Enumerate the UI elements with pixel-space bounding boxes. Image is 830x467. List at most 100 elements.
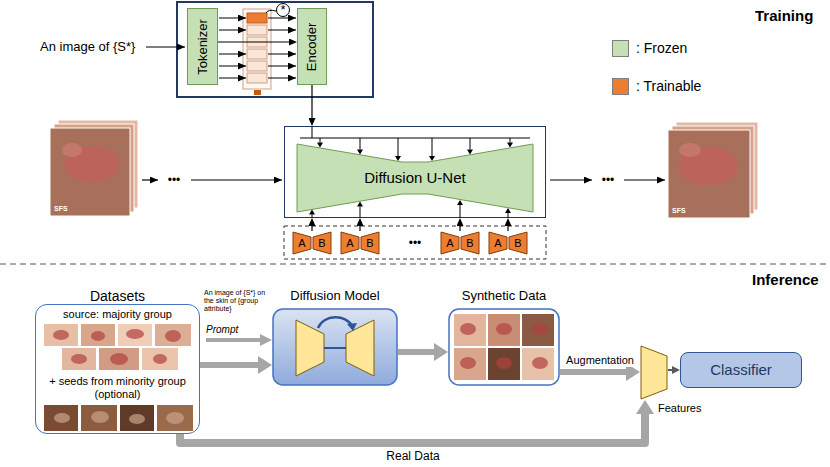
unet-decoder: [346, 320, 374, 376]
shape-outline: [340, 231, 380, 255]
dataset-panel: Datasetssource: majority group+ seeds fr…: [35, 288, 200, 434]
encoder-block: Encoder: [297, 8, 327, 85]
condition-arrow: [470, 138, 471, 150]
section-divider: [0, 264, 830, 265]
fusion-label: Features: [658, 402, 701, 415]
shape-outline: [440, 231, 480, 255]
model-frame: [273, 309, 397, 385]
lesion: [532, 357, 548, 369]
lesion: [54, 413, 70, 423]
prompt-arrow: [146, 46, 185, 47]
connector: [180, 414, 645, 443]
feature-fusion: Features: [640, 345, 668, 400]
synthetic-frame: [449, 309, 559, 385]
seed-image: [157, 405, 193, 431]
arrow-head: [505, 208, 511, 213]
legend-swatch: [612, 78, 629, 95]
connector: [507, 226, 508, 231]
lora-b: [313, 232, 331, 254]
dataset-image: [142, 348, 178, 370]
lesion: [496, 323, 512, 335]
training-image: [50, 128, 130, 216]
adapter-letter: B: [312, 231, 332, 255]
adapter-letter: A: [440, 231, 460, 255]
watermark: SFS: [672, 206, 686, 215]
section-title: Training: [755, 8, 813, 24]
adapter-letter: A: [488, 231, 508, 255]
dataset-frame: [35, 304, 200, 434]
unet-shape: [297, 144, 533, 212]
model-label: Diffusion U-Net: [364, 169, 465, 187]
lesion: [62, 143, 82, 157]
lora-b: [461, 232, 479, 254]
lock-icon: [254, 90, 261, 95]
lesion: [496, 357, 512, 369]
condition-arrow: [432, 138, 433, 156]
block-label: Encoder: [304, 22, 320, 70]
unet-box: Diffusion U-Net: [284, 126, 546, 218]
panel-heading: Synthetic Data: [462, 288, 547, 304]
lesion: [532, 323, 548, 335]
synthetic-image: [522, 348, 554, 380]
shape-outline: [292, 231, 332, 255]
arrow-head: [357, 202, 363, 207]
condition-arrow: [312, 215, 313, 219]
generated-image: [668, 130, 750, 218]
token-arrow: [219, 66, 246, 67]
lesion: [166, 412, 184, 424]
connector: [560, 369, 626, 375]
skip-line: [324, 347, 346, 349]
lesion: [165, 330, 181, 342]
condition-bar: [300, 138, 530, 139]
lora-a: [293, 232, 311, 254]
connector: [359, 226, 360, 231]
token-arrow: [268, 18, 296, 19]
lesion: [71, 354, 87, 364]
lora-adapter: AB: [292, 231, 332, 255]
token-cell: [247, 13, 267, 23]
token-symbol: *: [276, 3, 290, 17]
ellipsis: •••: [400, 235, 430, 251]
seed-image: [81, 405, 117, 431]
lora-adapter: AB: [488, 231, 528, 255]
dataset-image: [155, 324, 191, 346]
token-arrow: [268, 66, 296, 67]
condition-arrow: [510, 138, 511, 143]
lesion: [153, 354, 167, 364]
fusion-shape: [641, 346, 667, 399]
lesion: [679, 143, 701, 157]
token-cell: [247, 25, 267, 35]
lesion: [53, 330, 69, 340]
lora-frame: [284, 226, 546, 259]
synthetic-image: [488, 348, 520, 380]
arrow-head: [395, 156, 401, 161]
dataset-image: [44, 324, 78, 346]
lora-a: [441, 232, 459, 254]
shape-outline: [488, 231, 528, 255]
diffusion-model-box: Diffusion Model: [272, 288, 398, 387]
panel-text: Datasets: [90, 288, 145, 304]
lora-b: [509, 232, 527, 254]
legend-label: : Frozen: [636, 39, 687, 57]
classifier-label: Classifier: [710, 361, 772, 379]
token-arrow: [268, 54, 296, 55]
condition-arrow: [460, 205, 461, 218]
ellipsis: •••: [161, 172, 187, 188]
dataset-image: [81, 324, 115, 346]
lora-b: [361, 232, 379, 254]
lora-adapter: AB: [440, 231, 480, 255]
prompt-template: An image of {S*} on the skin of {group a…: [204, 289, 272, 313]
flow-arrow: [624, 179, 665, 180]
panel-heading: Diffusion Model: [290, 288, 379, 304]
adapter-letter: B: [508, 231, 528, 255]
seed-image: [44, 405, 78, 431]
arrow-head: [507, 143, 513, 148]
arrow-head: [429, 156, 435, 161]
edge-label: Real Data: [384, 449, 441, 463]
shape-outline: [640, 345, 668, 400]
connector: [200, 362, 258, 368]
adapter-letter: B: [460, 231, 480, 255]
dataset-image: [118, 324, 152, 346]
token-cell: [247, 61, 267, 71]
